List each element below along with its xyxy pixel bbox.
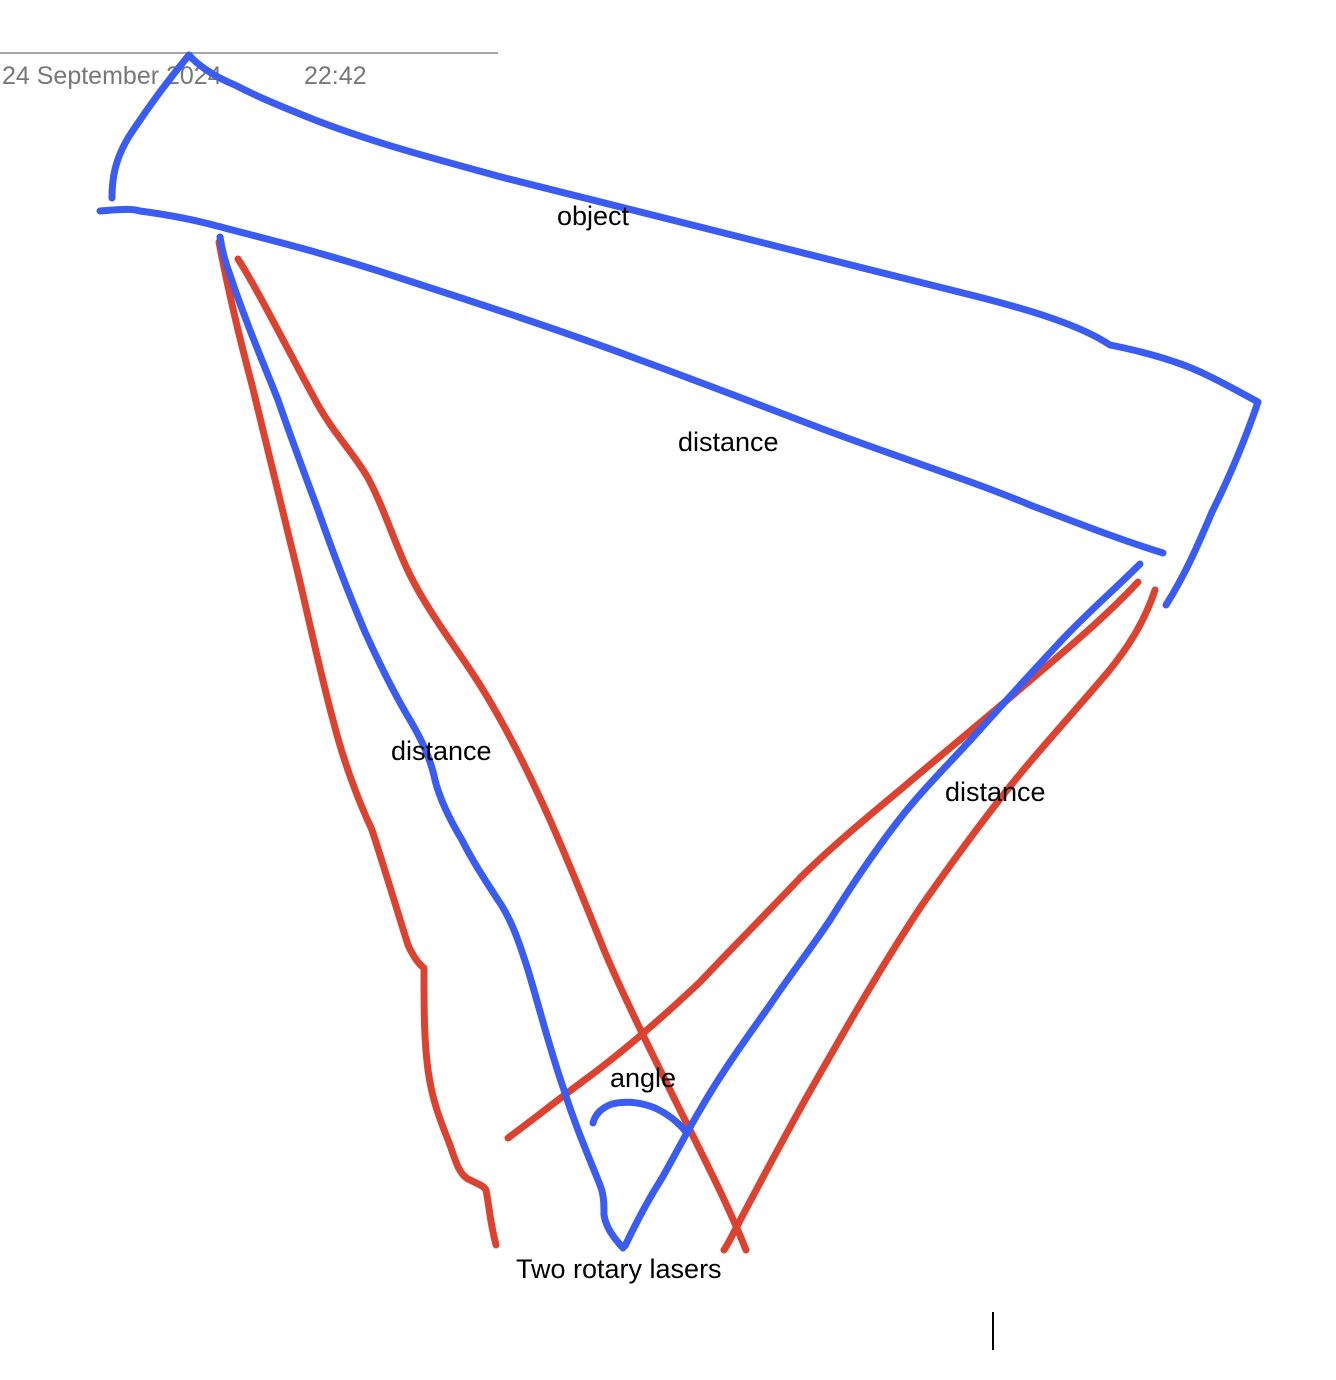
- blue-distance-left: [216, 233, 627, 1252]
- blue-ink-strokes: [96, 51, 1262, 1252]
- red-ink-strokes: [215, 238, 1159, 1254]
- label-object: object: [557, 201, 630, 231]
- text-insertion-cursor: [992, 1312, 994, 1350]
- label-distance-left: distance: [391, 736, 492, 766]
- label-distance-top: distance: [678, 427, 779, 457]
- blue-distance-right: [621, 560, 1144, 1250]
- object-base-line: [96, 205, 1167, 557]
- object-outline: [108, 51, 1262, 609]
- note-time: 22:42: [304, 62, 367, 90]
- red-laser-beam-left-outer: [215, 238, 500, 1249]
- angle-arc: [589, 1098, 690, 1136]
- red-laser-beam-right-inner: [504, 578, 1142, 1142]
- header-divider: [0, 52, 498, 54]
- red-laser-beam-left-inner: [234, 255, 750, 1254]
- label-angle: angle: [610, 1063, 677, 1093]
- red-laser-beam-right-outer: [720, 586, 1159, 1254]
- label-two-rotary-lasers: Two rotary lasers: [516, 1254, 722, 1284]
- note-date: 24 September 2024: [2, 62, 222, 90]
- label-distance-right: distance: [945, 777, 1046, 807]
